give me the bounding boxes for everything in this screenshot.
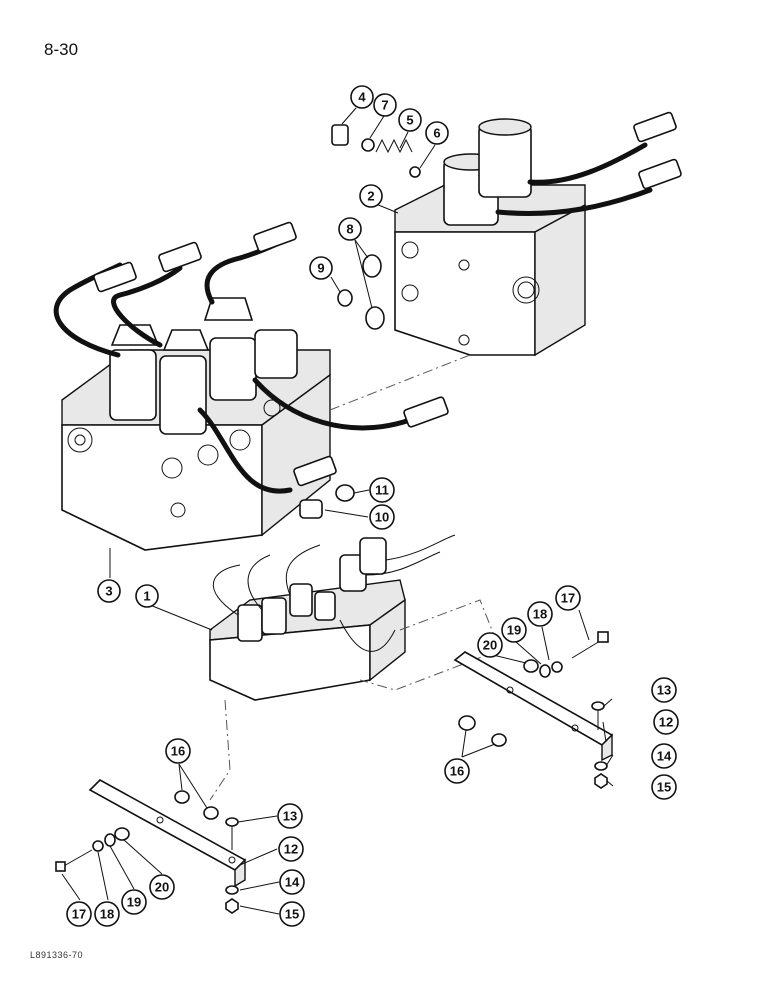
callout-6: 6 [425, 121, 449, 145]
valve-body-2 [394, 111, 682, 357]
callout-18-left: 18 [94, 901, 120, 927]
callout-12-left: 12 [278, 836, 304, 862]
callout-8: 8 [338, 217, 362, 241]
callout-1: 1 [135, 584, 159, 608]
callout-11: 11 [369, 477, 395, 503]
left-bracket [55, 779, 247, 914]
callout-15-left: 15 [279, 901, 305, 927]
leader-lines [61, 107, 614, 915]
svg-text:15: 15 [285, 907, 299, 922]
callout-4: 4 [350, 85, 374, 109]
svg-text:7: 7 [381, 98, 388, 113]
callout-16-left: 16 [165, 738, 191, 764]
right-bracket [453, 631, 614, 789]
svg-text:14: 14 [285, 875, 300, 890]
o-rings-8-9 [337, 254, 385, 330]
callout-17-right: 17 [555, 585, 581, 611]
svg-text:8: 8 [346, 222, 353, 237]
svg-text:3: 3 [105, 584, 112, 599]
callout-18-right: 18 [527, 601, 553, 627]
callout-13-right: 13 [651, 677, 677, 703]
callout-3: 3 [97, 579, 121, 603]
callout-15-right: 15 [651, 774, 677, 800]
svg-text:10: 10 [375, 510, 389, 525]
svg-text:12: 12 [659, 715, 673, 730]
callout-9: 9 [309, 256, 333, 280]
svg-text:16: 16 [171, 744, 185, 759]
page-number: 8-30 [44, 40, 79, 59]
valve-assembly-1 [209, 534, 501, 801]
callout-19-left: 19 [121, 889, 147, 915]
svg-text:2: 2 [367, 189, 374, 204]
callout-2: 2 [359, 184, 383, 208]
svg-text:18: 18 [100, 907, 114, 922]
svg-text:13: 13 [657, 683, 671, 698]
svg-text:9: 9 [317, 261, 324, 276]
callout-14-right: 14 [651, 743, 677, 769]
svg-text:17: 17 [72, 907, 86, 922]
svg-text:12: 12 [284, 842, 298, 857]
svg-text:13: 13 [283, 809, 297, 824]
svg-text:4: 4 [358, 90, 366, 105]
svg-text:18: 18 [533, 607, 547, 622]
valve-assembly-3 [53, 221, 449, 551]
callout-17-left: 17 [66, 901, 92, 927]
callout-20-left: 20 [149, 874, 175, 900]
svg-text:17: 17 [561, 591, 575, 606]
svg-text:20: 20 [483, 638, 497, 653]
svg-text:16: 16 [450, 764, 464, 779]
svg-text:15: 15 [657, 780, 671, 795]
svg-text:1: 1 [143, 589, 150, 604]
svg-text:11: 11 [375, 483, 389, 498]
callout-10: 10 [369, 504, 395, 530]
svg-text:19: 19 [507, 623, 521, 638]
svg-text:20: 20 [155, 880, 169, 895]
svg-text:6: 6 [433, 126, 440, 141]
callout-5: 5 [398, 108, 422, 132]
callout-16-right: 16 [444, 758, 470, 784]
callout-7: 7 [373, 93, 397, 117]
callout-19-right: 19 [501, 617, 527, 643]
svg-text:5: 5 [406, 113, 413, 128]
figure-code: L891336-70 [30, 950, 84, 960]
callout-20-right: 20 [477, 632, 503, 658]
svg-text:19: 19 [127, 895, 141, 910]
callout-12-right: 12 [653, 709, 679, 735]
callout-14-left: 14 [279, 869, 305, 895]
callout-13-left: 13 [277, 803, 303, 829]
plug-spring-set [331, 124, 421, 178]
svg-text:14: 14 [657, 749, 672, 764]
